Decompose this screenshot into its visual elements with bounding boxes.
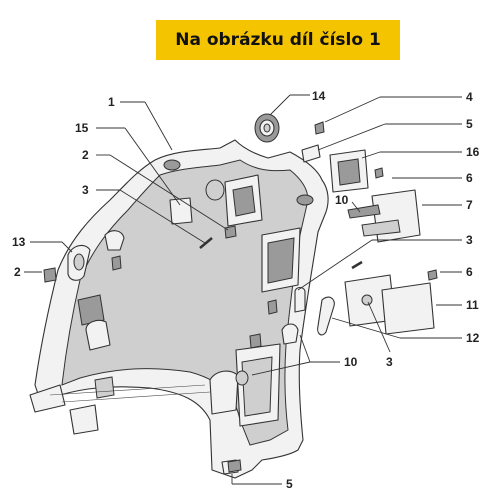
callout-label: 1	[108, 95, 115, 109]
screw-part-4	[314, 121, 325, 135]
nut-part-2-center	[224, 225, 237, 239]
callout-label: 5	[466, 117, 473, 131]
leader-lines	[24, 94, 462, 485]
tab-part-5-lower	[227, 459, 242, 473]
callout-label: 3	[82, 183, 89, 197]
callout-label: 12	[466, 331, 480, 345]
callout-label: 10	[335, 193, 349, 207]
callout-label: 3	[386, 355, 393, 369]
callout-label: 11	[466, 298, 479, 312]
screw-part-3-center	[199, 237, 213, 249]
clip-part-5-upper	[301, 144, 321, 163]
callout-label: 15	[75, 121, 89, 135]
main-leg-shield-panel	[29, 139, 329, 479]
screw-part-6-lower	[427, 269, 438, 281]
callout-label: 16	[466, 145, 480, 159]
callout-label: 4	[466, 90, 473, 104]
screw-part-6-upper	[374, 167, 384, 179]
callout-label: 6	[466, 171, 473, 185]
callout-labels: 1 14 4 15 5 2 16 3 6 10 7 13 3 2 6 11 12…	[12, 89, 480, 491]
callout-label: 2	[14, 265, 21, 279]
callout-label: 5	[286, 477, 293, 491]
callout-label: 10	[344, 355, 358, 369]
cover-plate-part-11	[344, 274, 435, 335]
nut-part-2-left	[43, 267, 57, 283]
title-banner: Na obrázku díl číslo 1	[156, 20, 400, 60]
switch-block-part-16	[329, 149, 369, 193]
banner-title: Na obrázku díl číslo 1	[175, 30, 381, 50]
grommet-part-14	[254, 113, 280, 143]
callout-label: 7	[466, 198, 473, 212]
callout-label: 13	[12, 235, 26, 249]
bracket-part-10-upper	[347, 204, 381, 219]
callout-label: 2	[82, 148, 89, 162]
callout-label: 14	[312, 89, 326, 103]
screw-part-3-right	[351, 260, 363, 270]
hinged-door-part-7	[361, 189, 421, 243]
callout-label: 3	[466, 233, 473, 247]
callout-label: 6	[466, 265, 473, 279]
clip-part-13	[67, 244, 91, 281]
clip-part-12	[317, 296, 335, 336]
